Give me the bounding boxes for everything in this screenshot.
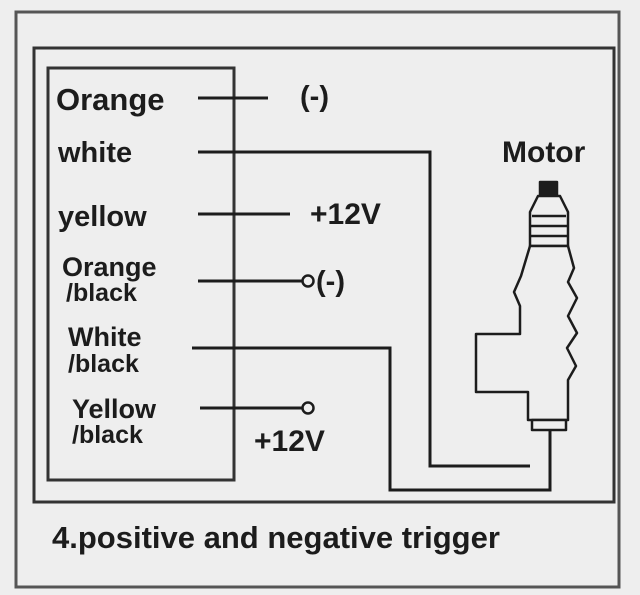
label-orange: Orange — [56, 82, 165, 117]
wire-white-black — [192, 346, 552, 492]
control-unit-box — [46, 66, 236, 482]
terminal-label-orange-black: (-) — [316, 266, 345, 298]
label-white: white — [57, 137, 132, 169]
label-orange-black-line2: /black — [66, 279, 137, 307]
terminal-orange-black — [301, 274, 315, 288]
terminal-label-orange: (-) — [300, 81, 329, 113]
label-yellow-black-line1: Yellow — [72, 394, 157, 424]
terminal-label-yellow-black: +12V — [254, 425, 325, 458]
motor-actuator-icon — [474, 180, 579, 432]
label-orange-black-line1: Orange — [62, 252, 157, 282]
wires — [192, 96, 552, 492]
wire-white — [198, 150, 530, 468]
label-white-black-line2: /black — [68, 350, 139, 378]
motor-label: Motor — [502, 136, 586, 169]
terminal-yellow-black — [301, 401, 315, 415]
label-yellow: yellow — [58, 201, 147, 233]
inner-panel-frame — [32, 46, 616, 504]
caption: 4.positive and negative trigger — [52, 520, 500, 555]
label-yellow-black-line2: /black — [72, 421, 143, 449]
label-white-black-line1: White — [68, 322, 142, 352]
terminal-label-yellow: +12V — [310, 198, 381, 231]
